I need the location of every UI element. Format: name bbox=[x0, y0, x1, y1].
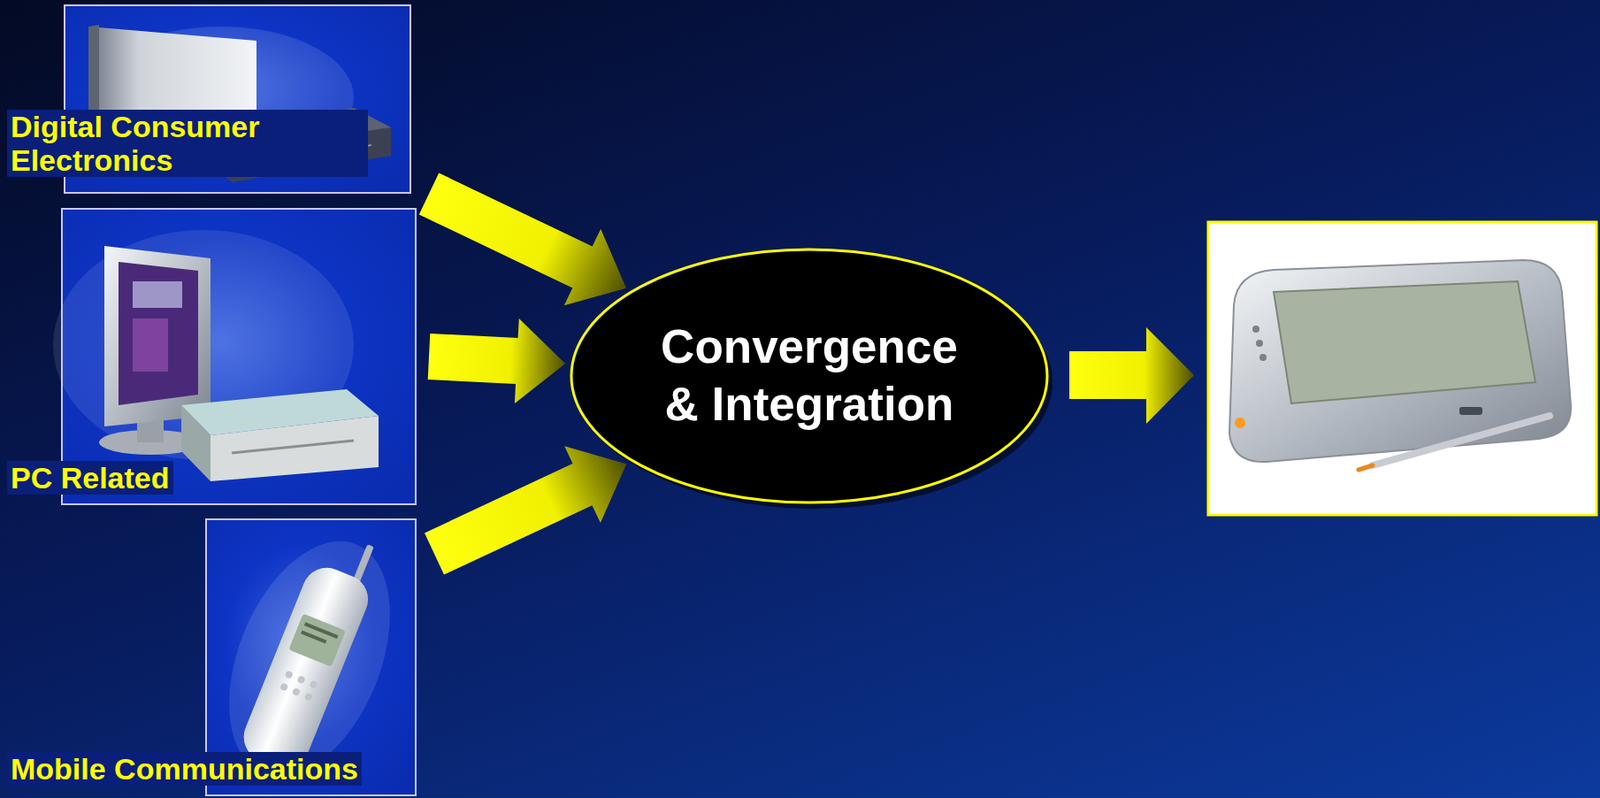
block-arrow bbox=[419, 173, 627, 307]
category-panel: PC Related bbox=[61, 207, 417, 506]
result-panel bbox=[1208, 222, 1597, 515]
node-title: Convergence & Integration bbox=[660, 318, 958, 433]
category-label: Digital Consumer Electronics bbox=[7, 109, 368, 177]
ellipse-node: Convergence & Integration bbox=[562, 240, 1057, 512]
tablet-illustration bbox=[1229, 260, 1571, 470]
category-label: PC Related bbox=[7, 460, 174, 495]
block-arrow bbox=[428, 318, 567, 404]
category-panel: Digital Consumer Electronics bbox=[63, 4, 412, 194]
pc-illustration bbox=[53, 229, 379, 482]
block-arrow bbox=[1069, 327, 1195, 424]
ellipse-outline bbox=[562, 240, 1057, 512]
category-panel: Mobile Communications bbox=[205, 518, 417, 797]
category-label: Mobile Communications bbox=[7, 751, 362, 786]
block-arrow bbox=[424, 445, 627, 575]
